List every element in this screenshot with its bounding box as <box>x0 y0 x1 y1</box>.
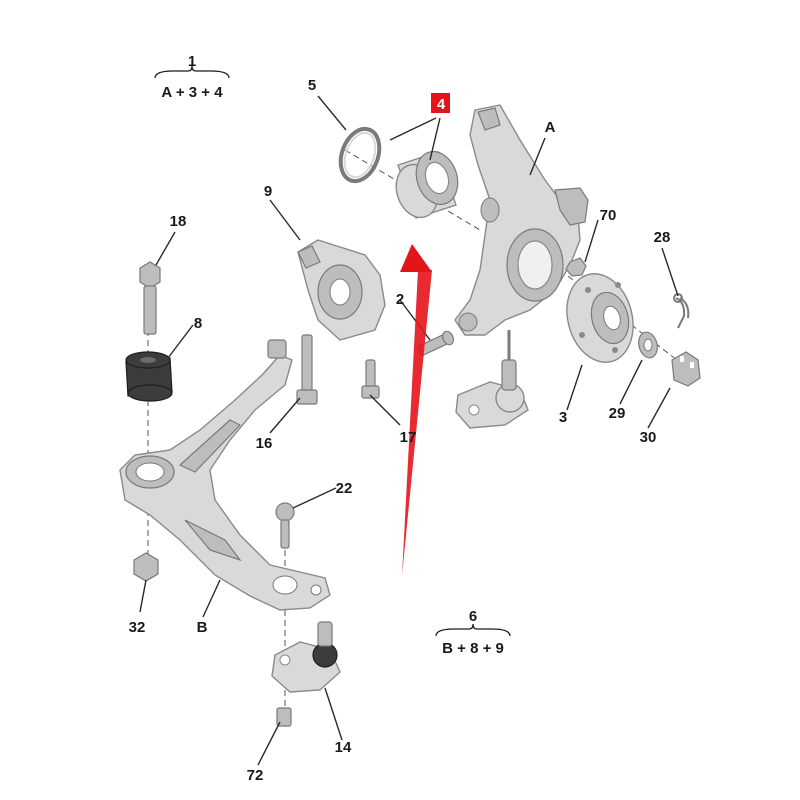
assembly-6-formula: B + 8 + 9 <box>442 640 504 657</box>
label-28: 28 <box>654 229 671 246</box>
highlight-arrow <box>400 244 432 576</box>
lower-ball-joint <box>271 621 341 693</box>
label-18: 18 <box>170 213 187 230</box>
label-17: 17 <box>400 429 417 446</box>
label-30: 30 <box>640 429 657 446</box>
bolt-16 <box>296 334 318 405</box>
label-70: 70 <box>600 207 617 224</box>
castle-nut <box>671 351 701 387</box>
part-number-labels: 4 5 A 9 18 70 28 2 8 3 29 30 16 17 22 32… <box>129 77 671 784</box>
hub-washer <box>638 331 658 359</box>
label-2: 2 <box>396 291 404 308</box>
label-A: A <box>545 119 556 136</box>
assembly-1-formula: A + 3 + 4 <box>161 84 223 101</box>
label-4: 4 <box>437 96 446 113</box>
lower-control-arm <box>119 339 331 611</box>
label-5: 5 <box>308 77 316 94</box>
label-3: 3 <box>559 409 567 426</box>
highlight-box <box>431 93 450 113</box>
bolt-22 <box>275 502 295 549</box>
label-16: 16 <box>256 435 273 452</box>
label-8: 8 <box>194 315 202 332</box>
circlip <box>338 126 382 184</box>
assembly-6-number: 6 <box>469 608 477 625</box>
assembly-6-brace <box>435 623 511 637</box>
label-29: 29 <box>609 405 626 422</box>
label-B: B <box>197 619 208 636</box>
steering-knuckle <box>454 104 589 336</box>
rubber-bushing <box>125 351 173 402</box>
bolt-72 <box>276 707 292 727</box>
label-9: 9 <box>264 183 272 200</box>
pinch-bolt <box>417 330 455 356</box>
knuckle-ball-joint <box>455 330 529 429</box>
cotter-pin <box>673 293 690 329</box>
nut-32 <box>133 552 159 582</box>
wheel-bearing <box>395 150 459 219</box>
assembly-1-header: 1 A + 3 + 4 <box>154 53 230 101</box>
label-72: 72 <box>247 767 264 784</box>
leader-lines <box>139 95 679 766</box>
label-32: 32 <box>129 619 146 636</box>
assembly-1-number: 1 <box>188 53 196 70</box>
rear-bushing-bracket <box>297 239 386 341</box>
bolt-17 <box>361 359 380 399</box>
bolt-18 <box>139 261 161 335</box>
assembly-6-header: 6 B + 8 + 9 <box>435 608 511 657</box>
assembly-1-brace <box>154 65 230 79</box>
wheel-hub <box>566 273 634 363</box>
label-22: 22 <box>336 480 353 497</box>
knuckle-nut <box>565 257 587 277</box>
label-14: 14 <box>335 739 352 756</box>
bearing-axis-line <box>344 149 481 231</box>
